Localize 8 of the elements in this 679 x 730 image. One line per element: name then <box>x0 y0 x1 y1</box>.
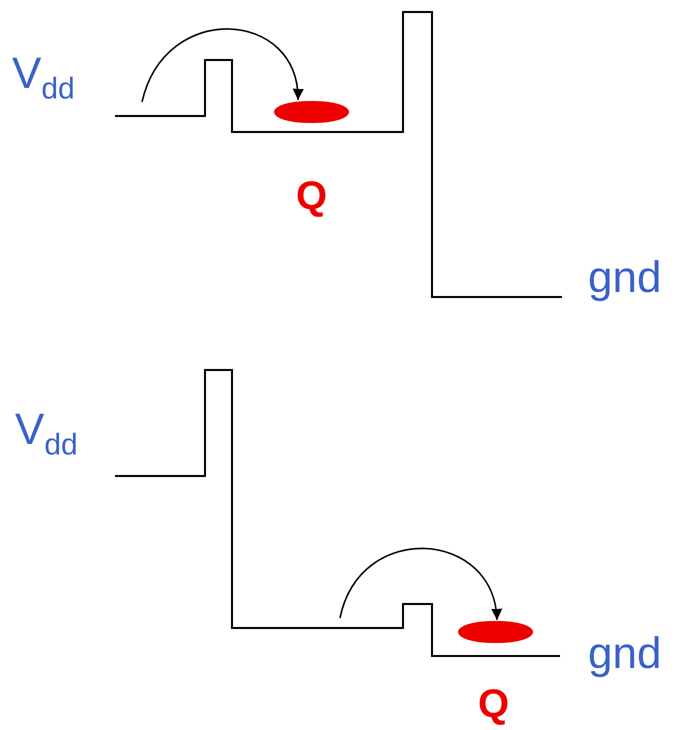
supply-label: V$_{dd}$ <box>15 408 78 460</box>
charge-label: Q <box>296 176 328 216</box>
tunneling-arrow <box>141 28 302 102</box>
supply-label: V$_{dd}$ <box>12 52 75 104</box>
charge-label: Q <box>478 684 510 724</box>
ground-label: gnd <box>588 256 662 300</box>
tunneling-arrow <box>339 548 501 620</box>
ground-label: gnd <box>588 632 662 676</box>
